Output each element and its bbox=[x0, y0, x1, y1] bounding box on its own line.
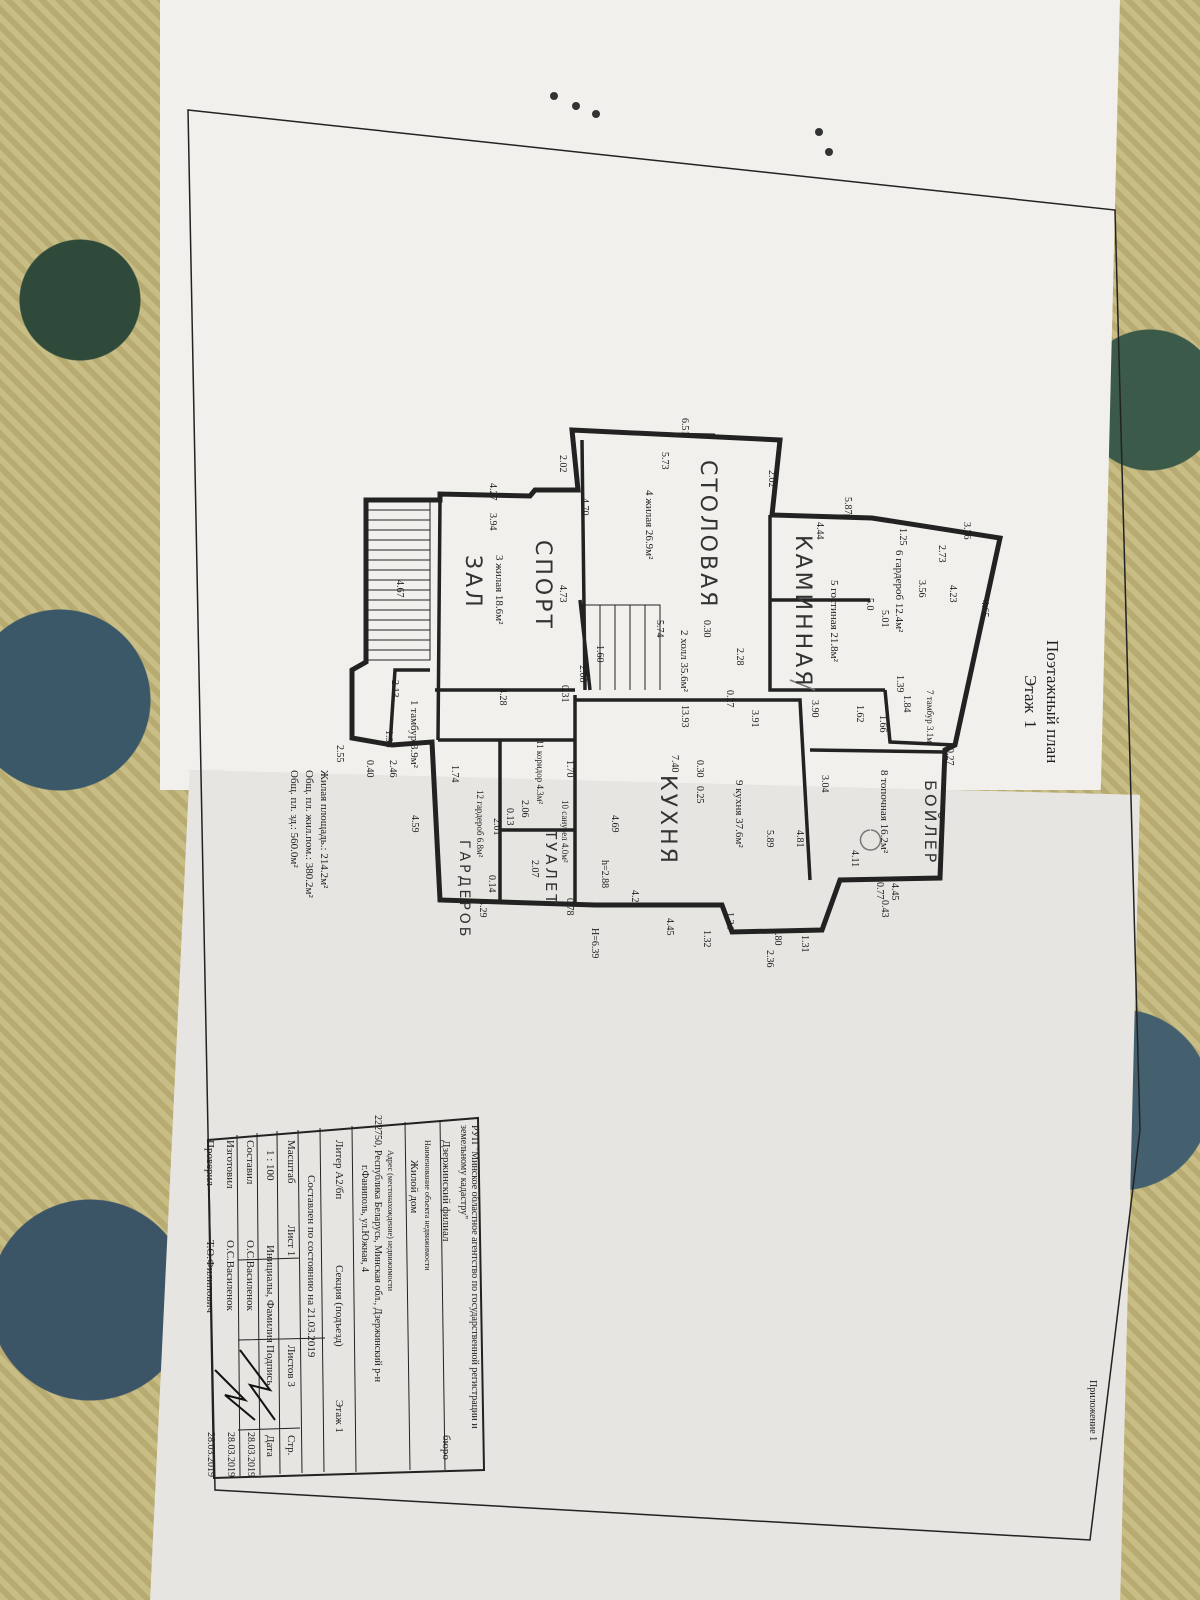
stair bbox=[366, 499, 661, 690]
binder-hole bbox=[825, 148, 833, 156]
outer-wall bbox=[349, 427, 1004, 935]
document-bottom-page bbox=[150, 770, 1140, 1600]
document-top-page bbox=[160, 0, 1120, 790]
interior-walls bbox=[388, 439, 956, 905]
pen-marks bbox=[789, 679, 882, 851]
binder-hole bbox=[815, 128, 823, 136]
binder-hole bbox=[592, 110, 600, 118]
binder-hole bbox=[550, 92, 558, 100]
binder-hole bbox=[572, 102, 580, 110]
windows bbox=[470, 431, 850, 933]
